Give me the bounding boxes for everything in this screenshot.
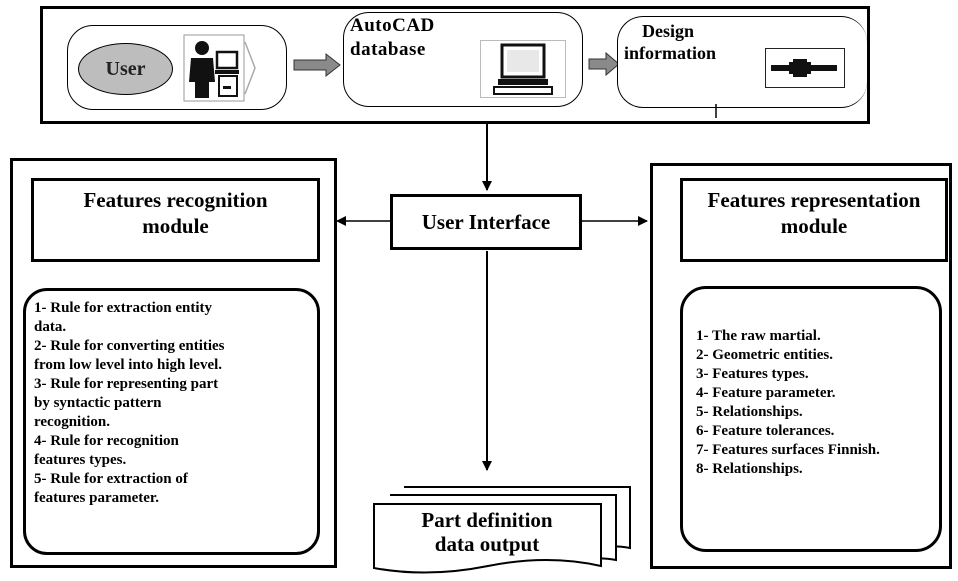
representation-item: 2- Geometric entities.	[696, 347, 834, 363]
user-at-computer-icon	[183, 34, 259, 102]
output-label: Part definition data output	[374, 508, 600, 556]
rule-line: data.	[34, 319, 67, 335]
autocad-label-line2: database	[350, 39, 426, 60]
representation-items-box: 1- The raw martial. 2- Geometric entitie…	[680, 286, 942, 552]
representation-item: 7- Features surfaces Finnish.	[696, 442, 880, 458]
representation-title-line2: module	[780, 214, 848, 238]
rule-line: 5- Rule for extraction of	[34, 471, 188, 487]
autocad-label: AutoCAD database	[350, 14, 470, 62]
rule-line: 1- Rule for extraction entity	[34, 300, 213, 316]
user-interface-label: User Interface	[421, 210, 551, 234]
representation-items-list: 1- The raw martial. 2- Geometric entitie…	[683, 289, 939, 479]
rule-line: features types.	[34, 452, 127, 468]
rule-line: features parameter.	[34, 490, 159, 506]
rule-line: by syntactic pattern	[34, 395, 162, 411]
recognition-title: Features recognition module	[31, 187, 320, 239]
output-label-line1: Part definition	[421, 508, 553, 532]
user-interface-box	[390, 194, 582, 250]
recognition-title-line1: Features recognition	[83, 188, 268, 212]
arrow-autocad-to-design	[588, 51, 620, 77]
autocad-label-line1: AutoCAD	[350, 15, 435, 36]
representation-item: 8- Relationships.	[696, 461, 803, 477]
recognition-title-line2: module	[142, 214, 209, 238]
user-oval	[78, 43, 173, 95]
rule-line: 3- Rule for representing part	[34, 376, 219, 392]
output-label-line2: data output	[434, 532, 540, 556]
user-label: User	[105, 58, 146, 80]
representation-title: Features representation module	[680, 187, 948, 239]
computer-icon	[480, 40, 566, 98]
representation-item: 5- Relationships.	[696, 404, 803, 420]
rule-line: from low level into high level.	[34, 357, 223, 373]
representation-item: 1- The raw martial.	[696, 328, 821, 344]
representation-item: 6- Feature tolerances.	[696, 423, 835, 439]
design-info-line2: information	[624, 43, 716, 63]
representation-title-box	[680, 178, 948, 262]
recognition-rules-list: 1- Rule for extraction entity data. 2- R…	[26, 291, 317, 508]
representation-title-line1: Features representation	[707, 188, 921, 212]
rule-line: recognition.	[34, 414, 110, 430]
representation-item: 3- Features types.	[696, 366, 809, 382]
recognition-title-box	[31, 178, 320, 262]
output-document-stack	[368, 486, 638, 576]
rule-line: 4- Rule for recognition	[34, 433, 179, 449]
design-info-line1: Design	[642, 21, 695, 41]
design-info-label: Design information	[624, 20, 734, 64]
representation-item: 4- Feature parameter.	[696, 385, 836, 401]
arrow-user-to-autocad	[292, 52, 342, 78]
recognition-rules-box: 1- Rule for extraction entity data. 2- R…	[23, 288, 320, 555]
rule-line: 2- Rule for converting entities	[34, 338, 225, 354]
shaft-part-icon	[765, 48, 845, 88]
